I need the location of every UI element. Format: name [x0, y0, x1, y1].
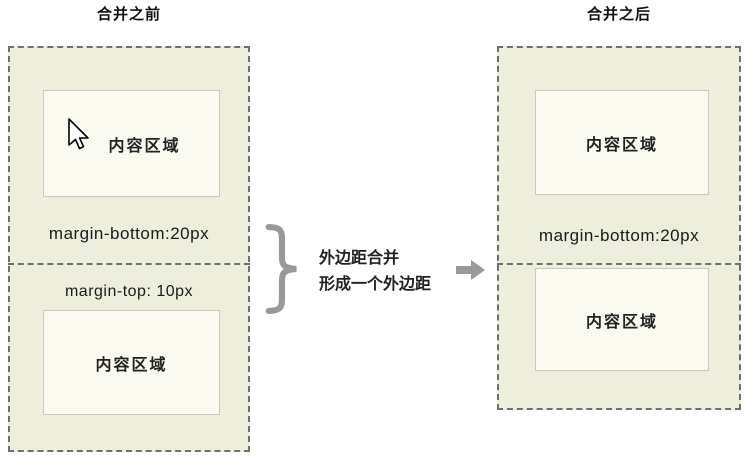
block-boundary-divider	[8, 263, 250, 265]
annotation-line1: 外边距合并	[319, 250, 400, 267]
after-title: 合并之后	[586, 6, 651, 23]
before-title: 合并之前	[96, 6, 161, 23]
curly-brace-icon	[262, 223, 304, 315]
before-panel: 内容区域 margin-bottom:20px margin-top: 10px…	[8, 46, 250, 452]
content-area-label: 内容区域	[95, 356, 168, 374]
margin-bottom-label: margin-bottom:20px	[48, 224, 210, 243]
margin-top-label: margin-top: 10px	[64, 283, 194, 300]
merged-margin-label: margin-bottom:20px	[538, 226, 700, 245]
content-area-label: 内容区域	[108, 137, 181, 155]
content-area-label: 内容区域	[585, 136, 658, 154]
before-content-box-bottom: 内容区域	[43, 310, 220, 415]
arrow-right-icon	[456, 258, 486, 282]
before-content-box-top: 内容区域	[43, 90, 220, 197]
block-boundary-divider	[497, 263, 741, 265]
mouse-cursor-icon	[66, 117, 90, 151]
content-area-label: 内容区域	[585, 313, 658, 331]
after-panel: 内容区域 margin-bottom:20px 内容区域	[497, 46, 741, 410]
after-content-box-top: 内容区域	[535, 90, 709, 195]
after-content-box-bottom: 内容区域	[535, 268, 709, 371]
annotation-line2: 形成一个外边距	[319, 276, 432, 293]
merge-annotation: 外边距合并 形成一个外边距	[319, 246, 469, 298]
